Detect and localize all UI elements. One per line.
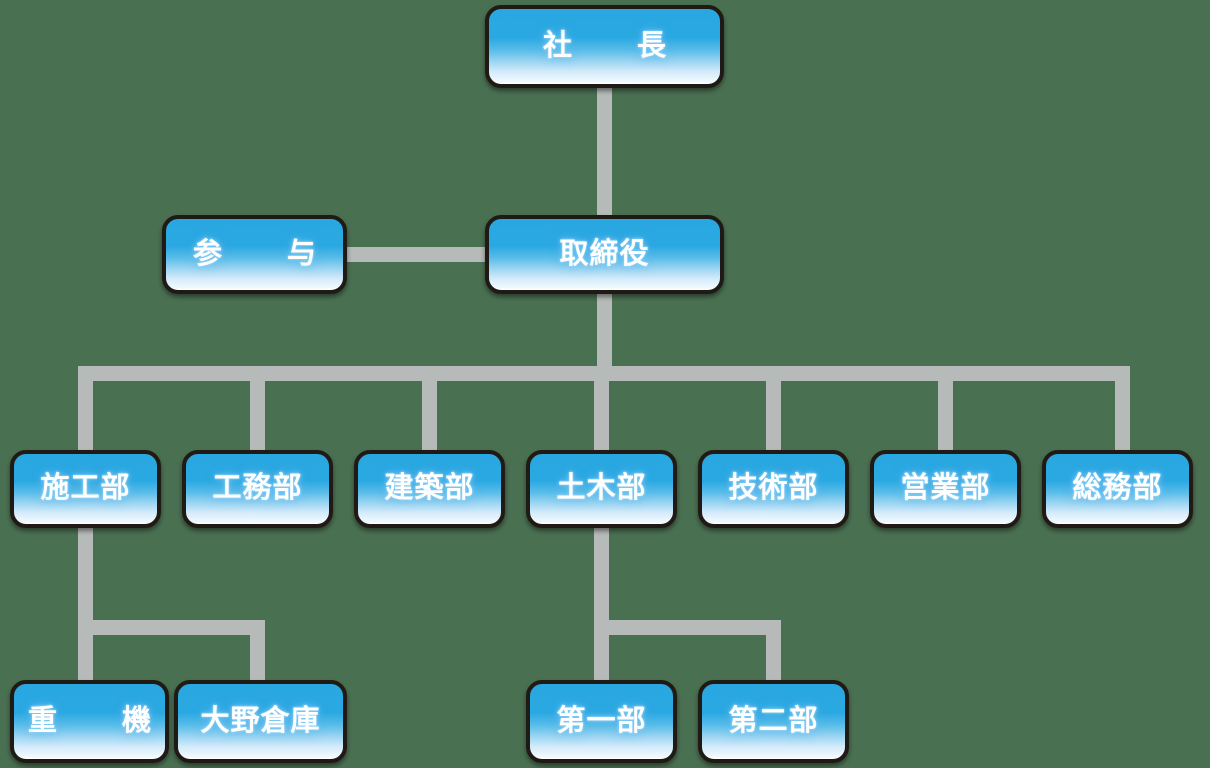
- node-dept-general-affairs-label: 総務部: [1072, 470, 1163, 504]
- node-dept-technology[interactable]: 技術部: [698, 450, 849, 528]
- node-division-two-label: 第二部: [728, 702, 819, 737]
- node-ohno-warehouse-label: 大野倉庫: [200, 702, 321, 737]
- node-ohno-warehouse[interactable]: 大野倉庫: [174, 680, 347, 763]
- node-director[interactable]: 取締役: [485, 215, 724, 294]
- connector-bus-to-dept-architecture: [422, 366, 437, 454]
- connector-civil-to-division-two-drop: [766, 620, 781, 684]
- node-dept-engineering-affairs[interactable]: 工務部: [182, 450, 333, 528]
- node-advisor-label: 参 与: [192, 235, 334, 270]
- connector-director-to-bus: [597, 289, 612, 379]
- node-heavy-machinery-label: 重 機: [28, 702, 170, 737]
- connector-president-to-director: [597, 84, 612, 221]
- node-dept-architecture[interactable]: 建築部: [354, 450, 505, 528]
- node-dept-construction[interactable]: 施工部: [10, 450, 161, 528]
- connector-bus-to-dept-engineering-affairs: [250, 366, 265, 454]
- node-dept-sales[interactable]: 営業部: [870, 450, 1021, 528]
- connector-construction-to-ohno-warehouse-horizontal: [78, 620, 265, 635]
- connector-construction-to-ohno-warehouse-drop: [250, 620, 265, 684]
- node-dept-technology-label: 技術部: [728, 470, 819, 504]
- connector-bus-to-dept-civil: [594, 366, 609, 454]
- node-division-one-label: 第一部: [556, 702, 647, 737]
- connector-bus-to-dept-technology: [766, 366, 781, 454]
- node-dept-construction-label: 施工部: [40, 470, 131, 504]
- connector-director-to-advisor: [345, 247, 491, 262]
- node-dept-general-affairs[interactable]: 総務部: [1042, 450, 1193, 528]
- node-division-two[interactable]: 第二部: [698, 680, 849, 763]
- node-dept-engineering-affairs-label: 工務部: [212, 470, 303, 504]
- node-advisor[interactable]: 参 与: [162, 215, 347, 294]
- connector-civil-stem: [594, 524, 609, 684]
- connector-bus-to-dept-construction: [78, 366, 93, 454]
- connector-bus-to-dept-general-affairs: [1115, 366, 1130, 454]
- node-dept-architecture-label: 建築部: [384, 470, 475, 504]
- node-director-label: 取締役: [559, 235, 650, 270]
- connector-construction-stem: [78, 524, 93, 684]
- node-heavy-machinery[interactable]: 重 機: [10, 680, 169, 763]
- connector-civil-to-division-two-horizontal: [594, 620, 781, 635]
- node-president-label: 社 長: [542, 27, 684, 62]
- node-dept-sales-label: 営業部: [900, 470, 991, 504]
- connector-bus-to-dept-sales: [938, 366, 953, 454]
- node-division-one[interactable]: 第一部: [526, 680, 677, 763]
- node-dept-civil[interactable]: 土木部: [526, 450, 677, 528]
- node-president[interactable]: 社 長: [485, 5, 724, 88]
- node-dept-civil-label: 土木部: [556, 470, 647, 504]
